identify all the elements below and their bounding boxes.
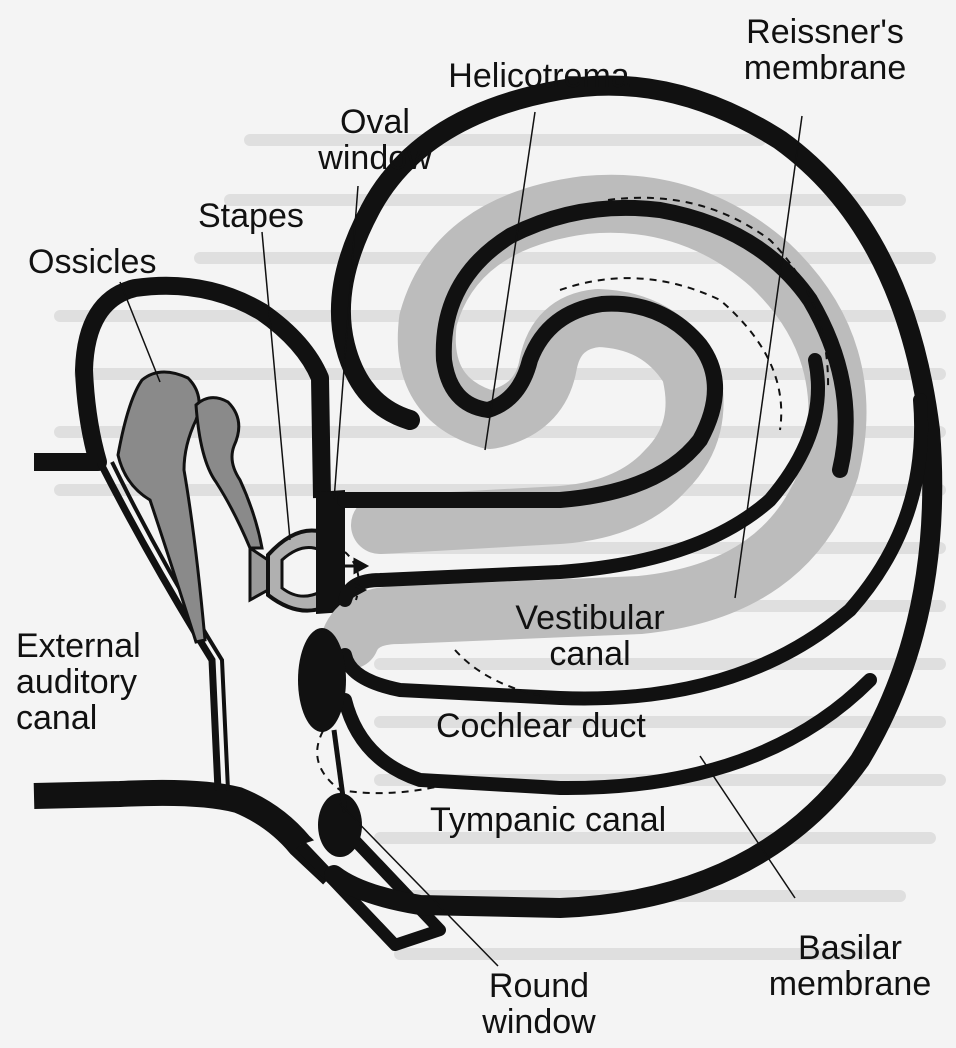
label-tympanic-canal: Tympanic canal — [430, 802, 666, 838]
ear-canal-lower-wall — [34, 793, 332, 875]
label-external-auditory-canal: External auditory canal — [16, 628, 141, 736]
label-reissners-membrane: Reissner's membrane — [700, 14, 950, 86]
label-stapes: Stapes — [198, 198, 304, 234]
label-oval-window: Oval window — [300, 104, 450, 176]
label-ossicles: Ossicles — [28, 244, 156, 280]
round-window-bulge — [298, 628, 346, 732]
label-round-window: Round window — [454, 968, 624, 1040]
round-window-lower — [318, 793, 362, 857]
stapes-bone — [250, 548, 268, 600]
incus-bone — [196, 398, 262, 548]
stapes-hole — [282, 548, 320, 597]
label-vestibular-canal: Vestibular canal — [490, 600, 690, 672]
malleus-bone — [118, 372, 205, 642]
label-cochlear-duct: Cochlear duct — [436, 708, 646, 744]
label-basilar-membrane: Basilar membrane — [744, 930, 956, 1002]
label-helicotrema: Helicotrema — [424, 58, 654, 94]
